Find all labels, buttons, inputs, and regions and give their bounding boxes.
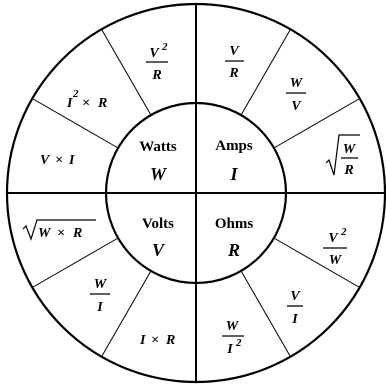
formula-v-over-i: V I <box>287 289 303 327</box>
sector-spoke <box>101 270 152 357</box>
svg-text:R: R <box>228 66 238 81</box>
svg-text:I: I <box>139 333 146 348</box>
ohms-name: Ohms <box>215 216 254 232</box>
formula-v-over-r: V R <box>225 44 244 81</box>
ohms-symbol: R <box>227 240 240 260</box>
svg-text:R: R <box>343 163 353 178</box>
svg-text:2: 2 <box>235 337 242 349</box>
amps-name: Amps <box>215 138 253 154</box>
svg-text:×: × <box>82 96 90 111</box>
svg-text:V: V <box>328 231 339 246</box>
svg-text:R: R <box>72 226 82 241</box>
svg-text:W: W <box>343 142 357 157</box>
svg-text:V: V <box>149 46 160 61</box>
svg-text:V: V <box>229 44 240 59</box>
volts-name: Volts <box>142 216 174 232</box>
sector-spoke <box>273 98 360 149</box>
sector-spoke <box>240 29 291 116</box>
formula-i-times-r: I × R <box>139 333 175 348</box>
svg-text:W: W <box>38 226 52 241</box>
svg-text:W: W <box>290 76 304 91</box>
amps-symbol: I <box>229 164 238 184</box>
watts-symbol: W <box>150 164 168 184</box>
sector-spoke <box>101 29 152 116</box>
svg-text:R: R <box>97 96 107 111</box>
svg-text:V: V <box>40 153 51 168</box>
formula-w-over-v: W V <box>286 76 306 114</box>
svg-text:×: × <box>151 333 159 348</box>
svg-text:×: × <box>55 153 63 168</box>
svg-text:2: 2 <box>161 41 168 53</box>
sector-spoke <box>32 98 119 149</box>
formula-v-times-i: V × I <box>40 153 75 168</box>
svg-text:W: W <box>94 277 108 292</box>
formula-w-over-i: W I <box>90 277 110 315</box>
volts-symbol: V <box>152 240 166 260</box>
svg-text:I: I <box>66 96 73 111</box>
sector-spokes <box>32 29 360 357</box>
formula-v-squared-over-r: V 2 R <box>146 41 168 83</box>
formula-v-squared-over-w: V 2 W <box>323 226 347 268</box>
sector-spoke <box>32 237 119 288</box>
formula-w-over-i-squared: W I 2 <box>222 319 244 357</box>
watts-name: Watts <box>139 139 177 155</box>
svg-text:R: R <box>165 333 175 348</box>
svg-text:V: V <box>290 289 301 304</box>
svg-text:I: I <box>96 300 103 315</box>
sector-spoke <box>240 270 291 357</box>
svg-text:I: I <box>226 342 233 357</box>
sector-spoke <box>273 237 360 288</box>
formula-sqrt-w-times-r: W × R <box>22 219 96 241</box>
svg-text:I: I <box>291 312 298 327</box>
formula-i-squared-times-r: I 2 × R <box>66 88 107 111</box>
svg-text:W: W <box>329 253 343 268</box>
svg-text:R: R <box>151 68 161 83</box>
svg-text:2: 2 <box>340 226 347 238</box>
svg-text:×: × <box>57 226 65 241</box>
svg-text:I: I <box>68 153 75 168</box>
svg-text:W: W <box>226 319 240 334</box>
svg-text:2: 2 <box>72 88 79 100</box>
svg-text:V: V <box>291 99 302 114</box>
formula-sqrt-w-over-r: W R <box>325 134 360 178</box>
